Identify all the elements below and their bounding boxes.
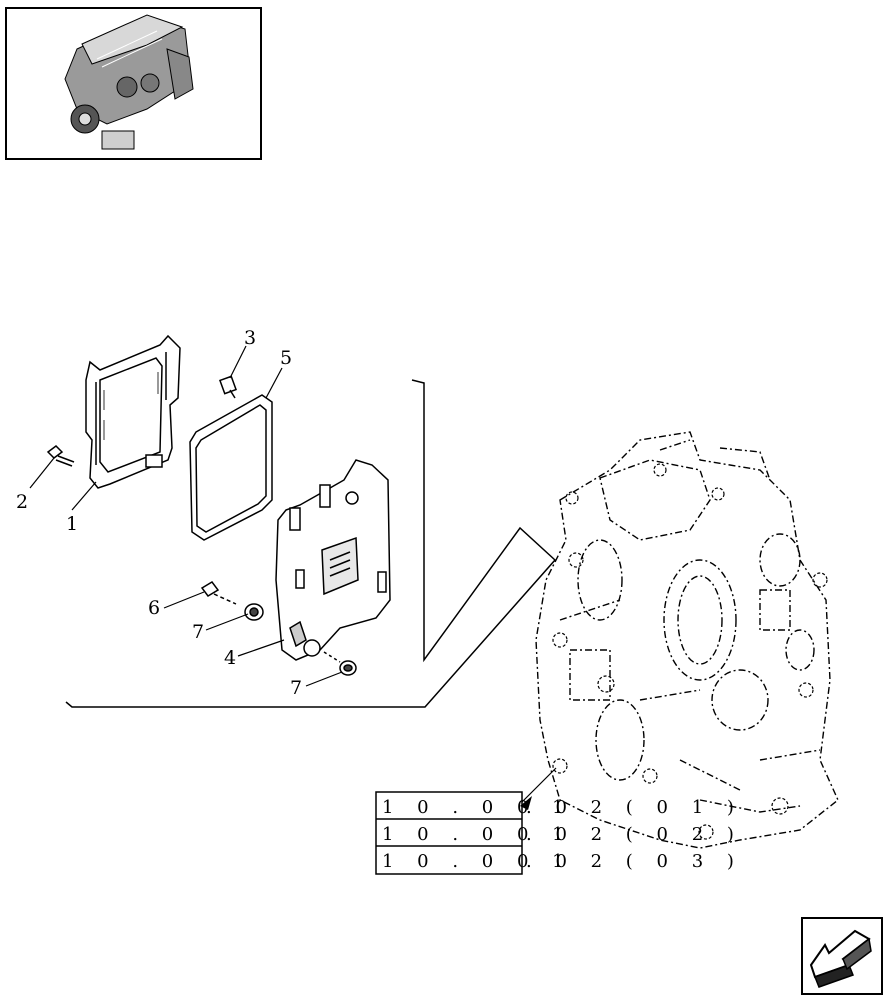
callout-5: 5 bbox=[280, 347, 292, 369]
reference-left-2: 1 0 . 0 0 1 bbox=[382, 824, 573, 845]
callout-7-lower: 7 bbox=[290, 677, 302, 699]
callout-1: 1 bbox=[66, 513, 78, 535]
callout-7-upper: 7 bbox=[192, 621, 204, 643]
part-1-frame-detail bbox=[103, 372, 159, 440]
reference-row-2[interactable]: 1 0 . 0 0 1 . 0 2 ( 0 2 ) bbox=[382, 824, 743, 845]
callout-3: 3 bbox=[244, 327, 256, 349]
part-1-cover-frame bbox=[85, 334, 181, 489]
engine-thumbnail bbox=[5, 7, 262, 160]
part-6-bolt bbox=[200, 581, 237, 605]
reference-right-2: . 0 2 ( 0 2 ) bbox=[526, 824, 743, 845]
reference-right-3: . 0 2 ( 0 3 ) bbox=[526, 851, 743, 872]
engine-block-phantom bbox=[535, 431, 839, 849]
callout-4: 4 bbox=[224, 647, 236, 669]
part-2-bolt bbox=[46, 445, 75, 467]
callout-6: 6 bbox=[148, 597, 160, 619]
part-4-ecu-module bbox=[275, 459, 391, 661]
part-5-gasket bbox=[189, 394, 273, 541]
assembly-outline bbox=[65, 379, 557, 708]
previous-page-button[interactable] bbox=[801, 917, 883, 995]
engine-block-bolt-holes bbox=[552, 463, 828, 840]
engine-thumbnail-icon bbox=[64, 14, 194, 150]
reference-row-3[interactable]: 1 0 . 0 0 1 . 0 2 ( 0 3 ) bbox=[382, 851, 743, 872]
reference-table bbox=[375, 767, 557, 875]
leader-lines bbox=[29, 345, 343, 687]
reference-row-1[interactable]: 1 0 . 0 0 1 . 0 2 ( 0 1 ) bbox=[382, 797, 743, 818]
previous-page-arrow-icon bbox=[809, 929, 872, 988]
reference-right-1: . 0 2 ( 0 1 ) bbox=[526, 797, 743, 818]
part-3-stud bbox=[219, 375, 237, 399]
part-7-grommet-upper bbox=[244, 603, 264, 621]
callout-2: 2 bbox=[16, 491, 28, 513]
part-7-grommet-lower bbox=[323, 651, 357, 676]
reference-left-3: 1 0 . 0 0 1 bbox=[382, 851, 573, 872]
reference-left-1: 1 0 . 0 0 1 bbox=[382, 797, 573, 818]
